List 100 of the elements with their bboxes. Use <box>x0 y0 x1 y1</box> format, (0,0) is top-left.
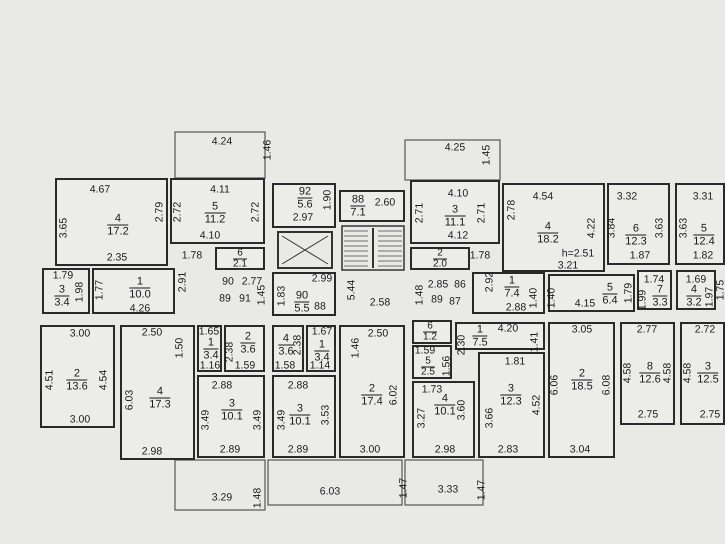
dimension-label: 2.35 <box>106 252 128 264</box>
dimension-label: 1.78 <box>182 250 202 262</box>
room <box>607 183 670 265</box>
room <box>306 325 336 372</box>
room-area: 18.2 <box>537 234 559 246</box>
dimension-label: 2.71 <box>414 202 426 224</box>
room-area: 6.4 <box>602 294 618 306</box>
room <box>40 325 115 428</box>
dimension-label: 1.59 <box>234 360 256 372</box>
dimension-label: 2.98 <box>142 446 162 458</box>
dimension-label: 2.91 <box>178 272 188 292</box>
dimension-label: 3.32 <box>616 192 638 202</box>
room <box>620 322 675 425</box>
room-number: 8 <box>639 360 661 374</box>
room <box>502 183 605 272</box>
dimension-label: 2.89 <box>220 444 240 456</box>
room <box>272 325 304 372</box>
room-area: 12.5 <box>697 374 719 386</box>
dimension-label: 1.50 <box>174 338 186 358</box>
dimension-label: 1.59 <box>414 346 436 356</box>
dimension-label: 1.90 <box>322 190 334 210</box>
dimension-label: 3.05 <box>572 324 592 336</box>
room <box>412 381 475 458</box>
room-area: 10.1 <box>289 416 311 428</box>
dimension-label: 4.54 <box>532 192 554 202</box>
dimension-label: 4.25 <box>444 142 466 154</box>
dimension-label: 3.63 <box>654 218 666 238</box>
dimension-label: 3.29 <box>212 492 232 504</box>
dimension-label: 88 <box>314 302 326 312</box>
room <box>339 190 405 222</box>
dimension-label: 3.00 <box>70 414 90 426</box>
room-number: 92 <box>297 186 313 198</box>
dimension-label: 2.89 <box>288 444 308 456</box>
dimension-label: 4.15 <box>574 298 596 310</box>
dimension-label: 4.12 <box>448 230 468 242</box>
dimension-label: 3.27 <box>416 408 428 428</box>
dimension-label: 1.46 <box>262 140 274 160</box>
room-number: 3 <box>697 360 719 374</box>
dimension-label: 89 <box>431 294 443 306</box>
room-number: 6 <box>233 248 247 260</box>
dimension-label: 1.45 <box>256 284 268 306</box>
room-number: 4 <box>149 386 171 398</box>
dimension-label: 3.65 <box>58 218 70 238</box>
room-number: 3 <box>444 204 466 216</box>
room <box>272 183 336 228</box>
room-area: 3.6 <box>240 344 256 356</box>
room-number: 90 <box>294 290 310 302</box>
dimension-label: 2.78 <box>506 200 518 220</box>
dimension-label: 91 <box>239 294 251 304</box>
room-number: 1 <box>472 324 488 336</box>
room-number: 3 <box>54 284 70 296</box>
room <box>412 320 452 344</box>
room-number: 6 <box>423 322 437 332</box>
room <box>548 322 615 458</box>
dimension-label: 87 <box>449 296 461 308</box>
room-number: 5 <box>421 356 435 368</box>
room <box>170 178 265 244</box>
dimension-label: 2.88 <box>288 380 308 392</box>
dimension-label: 1.82 <box>692 250 714 262</box>
room <box>410 180 500 244</box>
room <box>675 183 725 265</box>
room-number: 7 <box>652 284 668 296</box>
room <box>120 325 195 460</box>
dimension-label: 1.83 <box>276 286 288 306</box>
dimension-label: 3.04 <box>570 444 590 456</box>
dimension-label: 1.65 <box>198 326 220 338</box>
dimension-label: 1.56 <box>442 356 452 376</box>
dimension-label: 86 <box>454 280 466 290</box>
room-area: 11.2 <box>204 214 226 226</box>
dimension-label: 1.79 <box>52 270 74 282</box>
room-number: 3 <box>221 398 243 410</box>
room-area: 12.3 <box>500 396 522 408</box>
dimension-label: 2.75 <box>700 410 720 420</box>
room-area: 5.6 <box>297 198 313 210</box>
room-area: 2.5 <box>421 368 435 378</box>
room-area: 2.1 <box>233 260 247 270</box>
room <box>197 325 222 372</box>
dimension-label: 2.97 <box>292 212 314 224</box>
dimension-label: 4.11 <box>210 184 230 196</box>
room-number: 3 <box>289 402 311 416</box>
room <box>410 247 470 270</box>
dimension-label: 6.02 <box>388 384 400 406</box>
room-area: 13.6 <box>66 380 88 392</box>
room-area: 17.2 <box>107 226 129 238</box>
room-area: 2.0 <box>433 260 447 270</box>
dimension-label: 4.26 <box>130 304 150 314</box>
dimension-label: 4.54 <box>98 370 110 390</box>
room-number: 1 <box>203 336 219 350</box>
dimension-label: 6.06 <box>550 374 560 396</box>
dimension-label: 2.79 <box>154 202 166 222</box>
dimension-label: 1.97 <box>704 286 716 308</box>
room-area: 12.3 <box>625 236 647 248</box>
dimension-label: 2.50 <box>368 328 388 340</box>
room-area: 11.1 <box>444 216 466 228</box>
room-area: 10.1 <box>434 406 456 418</box>
room-number: 2 <box>571 368 593 380</box>
room-area: 3.2 <box>686 296 702 308</box>
dimension-label: 1.47 <box>476 480 488 500</box>
dimension-label: 3.63 <box>678 218 690 238</box>
dimension-label: 3.00 <box>70 328 90 340</box>
